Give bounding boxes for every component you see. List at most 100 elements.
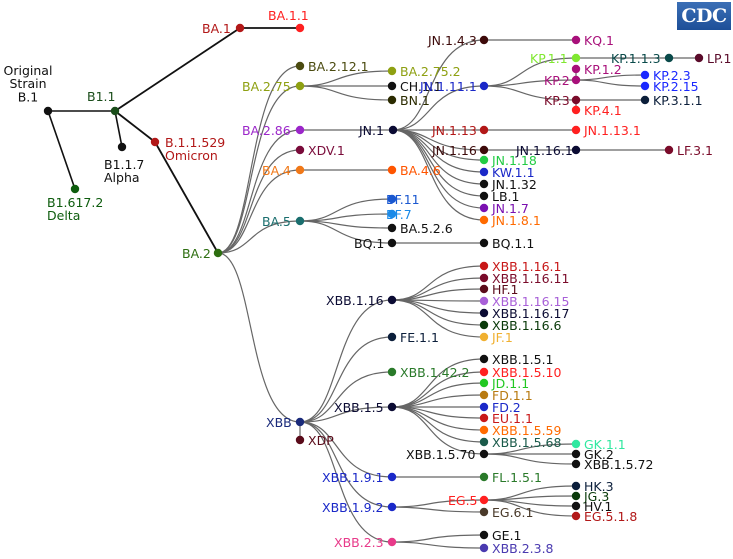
edge-ba-2-to-ba-4 [217, 169, 301, 254]
label-jn-1-13-1: JN.1.13.1 [583, 123, 641, 138]
node-jf-1 [479, 332, 489, 342]
label-ba-4: BA.4 [262, 163, 291, 178]
edge-b-1-1-to-ba-1 [114, 27, 241, 112]
node-kp-1-2 [571, 64, 581, 74]
node-jn-1-7 [479, 203, 489, 213]
label-xbb-1-5: XBB.1.5 [334, 400, 384, 415]
node-xbb-1-5-70 [479, 449, 489, 459]
node-ba-2-75 [295, 81, 305, 91]
edge-xbb-1-5-70-to-xbb-1-5-72 [483, 453, 577, 465]
node-ba-2-75-2 [387, 66, 397, 76]
edge-ba-5-to-bf-11 [299, 198, 393, 222]
label-jn-1-11-1: JN.1.11.1 [419, 79, 477, 94]
node-xbb-1-5 [387, 402, 397, 412]
node-kw-1-1 [479, 167, 489, 177]
node-eg-6-1 [479, 507, 489, 517]
node-xdp [295, 435, 305, 445]
node-ba-4 [295, 165, 305, 175]
node-eu-1-1 [479, 413, 489, 423]
node-ba-2-86 [295, 125, 305, 135]
label-jn-1: JN.1 [358, 123, 384, 138]
label-jd-1-1: JD.1.1 [491, 376, 529, 391]
label-xbb-1-5-72: XBB.1.5.72 [584, 457, 653, 472]
edge-xbb-1-5-to-xbb-1-5-1 [391, 358, 485, 408]
edge-ba-2-to-xbb [217, 252, 301, 423]
node-hk-3 [571, 481, 581, 491]
node-jn-1-16-1 [571, 145, 581, 155]
node-kp-3 [571, 95, 581, 105]
edge-jn-1-to-jn-1-4-3 [392, 39, 485, 131]
edge-xbb-1-9-2-to-eg-6-1 [391, 506, 485, 513]
label-kp-1-1-3: KP.1.1.3 [611, 51, 661, 66]
node-jn-1 [388, 125, 398, 135]
node-kp-2-3 [640, 70, 650, 80]
node-xbb-1-16-11 [479, 273, 489, 283]
node-eg-5-1-8 [571, 511, 581, 521]
node-xbb-1-9-2 [387, 502, 397, 512]
edge-jn-1-11-1-to-kp-2 [483, 79, 577, 87]
node-xbb-1-5-10 [479, 367, 489, 377]
node-kp-4-1 [571, 105, 581, 115]
label-bq-1: BQ.1 [354, 236, 384, 251]
label-xbb-1-5-68: XBB.1.5.68 [492, 435, 561, 450]
node-xbb-1-16-1 [479, 261, 489, 271]
label-xbb-1-16-1: XBB.1.16.1 [492, 259, 561, 274]
edge-jn-1-to-jn-1-11-1 [392, 85, 485, 131]
node-xbb-2-3-8 [479, 543, 489, 553]
label-ba-2-86: BA.2.86 [242, 123, 291, 138]
edge-ba-5-to-bq-1 [299, 220, 393, 244]
edge-xbb-to-xbb-1-5 [299, 406, 393, 423]
node-bq-1-1 [479, 238, 489, 248]
node-xbb-1-9-1 [387, 472, 397, 482]
edge-ba-2-75-to-bn-1 [299, 85, 393, 101]
edge-xbb-to-xbb-1-9-2 [299, 421, 393, 508]
label-bn-1: BN.1 [400, 93, 430, 108]
label-xbb-1-5-70: XBB.1.5.70 [406, 447, 475, 462]
node-fd-2 [479, 402, 489, 412]
node-hf-1 [479, 284, 489, 294]
label-kp-1-1: KP.1.1 [530, 51, 568, 66]
edge-kp-2-to-kp-2-15 [575, 79, 646, 87]
label-ba-2-75: BA.2.75 [242, 79, 291, 94]
node-ba-4-6 [387, 165, 397, 175]
label-lb-1: LB.1 [492, 189, 519, 204]
label-kp-4-1: KP.4.1 [584, 103, 622, 118]
node-ba-1-1 [295, 23, 305, 33]
node-kp-3-1-1 [640, 95, 650, 105]
node-xbb-1-16-6 [479, 320, 489, 330]
node-fe-1-1 [387, 332, 397, 342]
node-jn-1-11-1 [479, 81, 489, 91]
tree-nodes [43, 23, 704, 553]
label-ba-5-2-6: BA.5.2.6 [400, 221, 453, 236]
node-ch-1-1 [387, 81, 397, 91]
node-jn-1-13 [479, 125, 489, 135]
label-jn-1-16-1: JN.1.16.1 [515, 143, 573, 158]
edge-jn-1-to-jn-1-8-1 [392, 129, 485, 221]
label-xbb-1-16-15: XBB.1.16.15 [492, 294, 569, 309]
node-gk-1-1 [571, 439, 581, 449]
label-eg-5-1-8: EG.5.1.8 [584, 509, 637, 524]
node-bf-7 [387, 209, 397, 219]
label-kp-2-3: KP.2.3 [653, 68, 691, 83]
edge-ba-2-to-ba-2-12-1 [217, 65, 301, 254]
node-ba-2 [213, 248, 223, 258]
label-xbb-2-3: XBB.2.3 [334, 535, 384, 550]
node-xbb-1-42-2 [387, 367, 397, 377]
edge-ba-2-to-ba-2-86 [217, 129, 301, 254]
edge-xbb-to-xbb-1-42-2 [299, 371, 393, 423]
edge-xbb-to-xbb-1-9-1 [299, 421, 393, 478]
label-xbb-2-3-8: XBB.2.3.8 [492, 541, 554, 556]
label-xbb-1-42-2: XBB.1.42.2 [400, 365, 469, 380]
edge-jn-1-11-1-to-kp-3 [483, 85, 577, 101]
label-jn-1-4-3: JN.1.4.3 [427, 33, 477, 48]
label-kp-3-1-1: KP.3.1.1 [653, 93, 703, 108]
label-jg-3: JG.3 [583, 489, 609, 504]
label-xdv-1: XDV.1 [308, 143, 345, 158]
edge-xbb-to-xbb-2-3 [299, 421, 393, 543]
edge-jn-1-11-1-to-kp-1-1 [483, 57, 577, 87]
node-xbb-1-5-1 [479, 354, 489, 364]
label-jn-1-13: JN.1.13 [431, 123, 477, 138]
edge-xbb-2-3-to-xbb-2-3-8 [391, 541, 485, 549]
